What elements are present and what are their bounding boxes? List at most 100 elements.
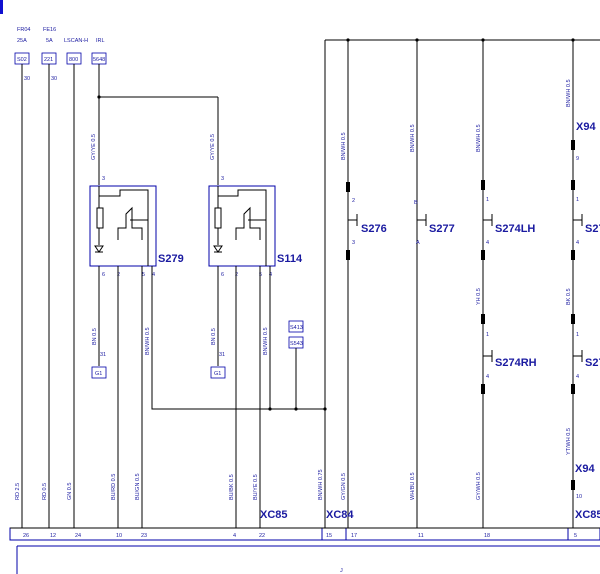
- fuse-box-label: 221: [44, 57, 53, 63]
- ground-label: G1: [95, 371, 102, 377]
- pin-label: 4: [486, 240, 489, 246]
- connector-icon: [481, 250, 485, 260]
- switch-label: S114: [277, 253, 303, 265]
- pin-label: 5: [142, 272, 145, 278]
- wire-label: BN/WH 0.5: [566, 79, 572, 107]
- switch-s274rh: 1 4 S274RH: [481, 314, 537, 394]
- wire-label: BN/WH 0.5: [410, 124, 416, 152]
- connector-icon: [571, 314, 575, 324]
- switch-label: S276: [361, 223, 387, 235]
- resistor-icon: [96, 207, 104, 229]
- ground-box: [91, 366, 107, 379]
- pin-label: 3: [352, 240, 355, 246]
- connector-icon: [481, 384, 485, 394]
- led-icon: [213, 245, 223, 253]
- switch-label: S277: [429, 223, 455, 235]
- pin-label: 2: [235, 272, 238, 278]
- switch-contact-icon: [235, 206, 261, 240]
- wire-label: WH/BU 0.5: [410, 472, 416, 500]
- fuse-name: IRL: [96, 38, 105, 44]
- led-icon: [94, 245, 104, 253]
- wire-label: GY/GN 0.5: [341, 473, 347, 500]
- fuse-box-label: S02: [17, 57, 27, 63]
- pin-row: 26 12 24 10 23 4 22 15 17 11 18 5: [23, 533, 577, 539]
- pin-label: 4: [152, 272, 155, 278]
- pin-label: 1: [486, 332, 489, 338]
- ground-label: G1: [214, 371, 221, 377]
- wire-label: GN 0.5: [67, 483, 73, 500]
- wire-label: BN/WH 0.5: [476, 124, 482, 152]
- wire-label: BU/GN 0.5: [135, 473, 141, 500]
- connector-icon: [346, 250, 350, 260]
- connector-icon: [481, 314, 485, 324]
- fuse-name: FR04: [17, 27, 30, 33]
- pin-number: 11: [418, 533, 424, 539]
- wire-label: RD 2.5: [15, 483, 21, 500]
- wire-label: BU/YE 0.5: [253, 474, 259, 500]
- wire-label: BN/WH 0.5: [145, 327, 151, 355]
- pin-label: 3: [102, 176, 105, 182]
- pin-number: 18: [484, 533, 490, 539]
- pin-label: 2: [117, 272, 120, 278]
- fuse-name: FE16: [43, 27, 56, 33]
- switch-label: S27: [585, 223, 600, 235]
- connector-icon: [571, 140, 575, 150]
- switch-s279: 3 6 2 5 4 S279: [89, 176, 184, 278]
- footer-mark: J: [340, 568, 343, 574]
- pin-label: A: [416, 240, 420, 246]
- switch-s276: 2 3 S276: [346, 40, 387, 528]
- connector-icon: [571, 480, 575, 490]
- switch-box: [208, 185, 276, 267]
- pin-label: 9: [576, 156, 579, 162]
- pin-label: 4: [269, 272, 272, 278]
- wire: [218, 189, 267, 266]
- wire-label: GY/YE 0.5: [91, 134, 97, 160]
- fuse-pin: 30: [51, 76, 57, 82]
- pin-label: 4: [576, 240, 579, 246]
- wire-label: BK 0.5: [566, 288, 572, 305]
- pin-number: 24: [75, 533, 81, 539]
- connector-label: XC85: [575, 509, 600, 521]
- pin-number: 4: [233, 533, 236, 539]
- pin-label: 10: [576, 494, 582, 500]
- fuse-box-label: 800: [69, 57, 78, 63]
- pin-label: 4: [576, 374, 579, 380]
- pin-number: 17: [351, 533, 357, 539]
- fuse-rating: 25A: [17, 38, 27, 44]
- fuse-lscan: LSCAN-H 800: [64, 38, 88, 65]
- connector-strip: [9, 527, 600, 541]
- connector-label: X94: [575, 463, 595, 475]
- switch-contact-icon: [117, 206, 143, 240]
- pin-number: 26: [23, 533, 29, 539]
- pin-label: 1: [576, 332, 579, 338]
- ground-box: [210, 366, 226, 379]
- wire-label: BU/BK 0.5: [229, 474, 235, 500]
- fuse-rating: 5A: [46, 38, 53, 44]
- fuse-box-label: 5648: [93, 57, 105, 63]
- right-column: X94 9 1 S27 4 BK 0.5 1 S27 4 YT/WH 0.5 X…: [566, 40, 600, 528]
- pin-number: 12: [50, 533, 56, 539]
- ground-pin: 31: [100, 352, 106, 358]
- wire-bnwh1: [151, 266, 325, 410]
- connector-icon: [571, 180, 575, 190]
- connector-icon: [571, 384, 575, 394]
- wire-label: GY/YE 0.5: [210, 134, 216, 160]
- switch-s114: 3 6 2 5 4 S114: [208, 176, 303, 278]
- pin-number: 23: [141, 533, 147, 539]
- pin-label: 1: [576, 197, 579, 203]
- connector-label: XC85: [260, 509, 288, 521]
- switch-s277: B A S277: [414, 40, 455, 528]
- pin-label: B: [414, 200, 418, 206]
- wire-label: RD 0.5: [42, 483, 48, 500]
- pin-label: 1: [486, 197, 489, 203]
- switch-label: S274LH: [495, 223, 535, 235]
- switch-label: S279: [158, 253, 184, 265]
- corner-marker: [0, 0, 3, 14]
- wire-label: BN 0.5: [211, 328, 217, 345]
- splice-label: S543: [290, 341, 303, 347]
- fuse-irl: IRL 5648: [91, 38, 107, 65]
- pin-label: 6: [102, 272, 105, 278]
- wire-label: YH 0.5: [476, 288, 482, 305]
- fuse-fe16: FE16 5A 221 30: [41, 27, 57, 82]
